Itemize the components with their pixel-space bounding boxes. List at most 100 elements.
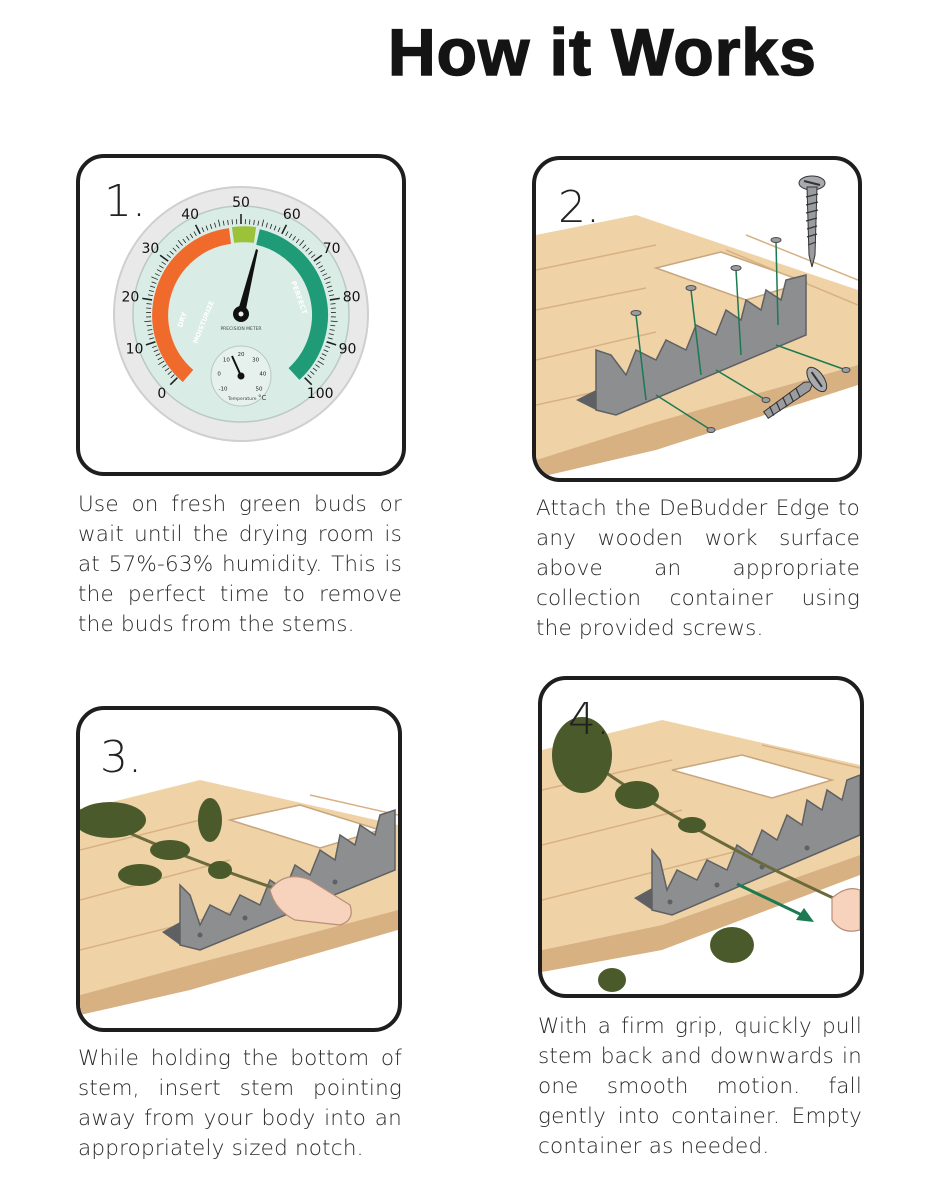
gauge-tick [329,297,340,301]
gauge-tick [175,244,180,249]
gauge-tick [147,294,153,297]
gauge-tick [325,345,331,348]
gauge-tick [172,247,177,252]
gauge-tick [166,254,172,259]
temperature-needle [231,355,242,377]
gauge-tick [288,233,293,239]
workbench-opening [671,754,835,799]
gauge-tick [313,254,323,262]
gauge-tick [315,364,320,368]
screw-icon-large [798,175,826,268]
gauge-scale-label: 90 [339,342,357,358]
step-4-caption: With a firm grip, quickly pull stem back… [538,1014,862,1159]
gauge-tick [169,377,178,386]
gauge-tick [150,285,156,288]
gauge-tick [292,236,296,241]
gauge-tick [320,269,326,273]
mounting-illustration [536,175,858,478]
gauge-tick [227,219,229,225]
gauge-tick [327,337,333,340]
gauge-scale-label: 20 [121,289,139,305]
gauge-tick [201,227,205,233]
gauge-tick [326,341,337,346]
insert-stem-illustration [80,780,398,1015]
gauge-tick [295,238,300,244]
gauge-tick [151,345,157,348]
gauge-tick [321,353,327,357]
ideal-zone-arc [231,226,257,243]
gauge-tick [328,333,334,336]
gauge-tick [265,222,268,228]
step-2-caption: Attach the DeBudder Edge to any wooden w… [536,496,860,641]
gauge-tick [307,374,312,379]
debudder-edge-plate [651,774,860,916]
gauge-tick [261,219,265,227]
gauge-tick [182,238,187,244]
debudder-edge-plate [595,274,807,416]
page-title: How it Works [387,14,817,90]
temperature-scale-label: 40 [259,371,266,377]
perfect-zone-arc [256,229,329,380]
gauge-tick [323,349,329,353]
gauge-scale-label: 100 [307,386,334,402]
precision-meter-label: PRECISION METER [220,326,261,332]
gauge-tick [148,333,154,336]
gauge-tick [328,289,334,293]
gauge-tick [305,247,310,252]
gauge-tick [329,329,335,331]
workbench-edge [542,855,860,972]
gauge-tick [144,320,152,323]
gauge-tick [145,341,156,346]
gauge-tick [318,265,323,269]
gauge-tick [281,224,288,235]
debudder-edge-plate [179,808,396,951]
gauge-tick [310,254,316,259]
gauge-tick [285,231,289,237]
gauge-tick [329,294,335,297]
gauge-tick [330,324,336,327]
gauge-tick [316,261,321,265]
gauge-tick [322,273,328,277]
temperature-scale-label: 30 [252,358,259,364]
step-2-number: 2. [558,182,600,233]
screws [630,237,851,433]
pull-arrow-head [796,908,814,922]
gauge-tick [186,236,190,241]
gauge-tick [205,225,209,231]
pull-stem-illustration [542,717,860,992]
pull-arrow-shaft [736,882,805,918]
gauge-tick [312,367,318,372]
gauge-tick [222,220,225,226]
gauge-scale-label: 30 [141,241,159,257]
gauge-tick [155,353,161,357]
gauge-tick [156,269,162,273]
gauge-tick [177,239,183,246]
gauge-tick [157,357,163,361]
gauge-tick [319,357,325,361]
gauge-tick [304,377,313,386]
gauge-tick [257,220,260,226]
gauge-tick [214,222,217,228]
temperature-scale-label: -10 [218,387,227,393]
gauge-tick [159,265,164,269]
gauge-tick [308,250,313,255]
step-3-number: 3. [100,732,142,783]
gauge-tick [169,250,174,255]
gauge-tick [299,239,305,246]
gauge-tick [269,223,273,229]
gauge-tick [325,281,331,284]
gauge-tick [194,224,201,235]
gauge-tick [326,285,332,288]
gauge-tick [330,320,338,323]
step-4-panel: 4. [538,676,864,998]
gauge-tick [154,273,160,277]
gauge-tick [277,227,281,233]
gauge-tick [170,374,175,379]
gauge-tick [151,281,157,284]
gauge-tick [142,297,153,301]
gauge-scale-label: 80 [343,289,361,305]
